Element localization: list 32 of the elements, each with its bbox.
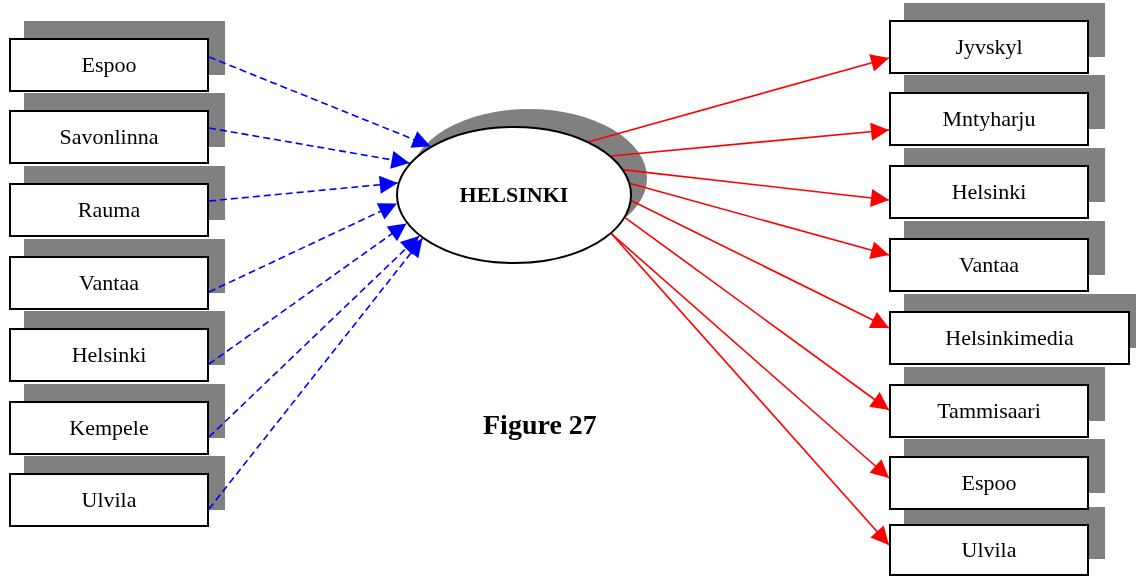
arrow xyxy=(208,175,399,202)
box-node: Kempele xyxy=(9,401,209,455)
arrow xyxy=(610,122,890,157)
box-node: Ulvila xyxy=(9,473,209,527)
figure-caption: Figure 27 xyxy=(483,408,597,442)
arrow xyxy=(208,237,424,510)
arrow xyxy=(629,182,890,259)
arrow xyxy=(208,222,408,365)
box-node: Espoo xyxy=(889,456,1089,510)
arrow xyxy=(610,233,890,479)
box-node: Helsinkimedia xyxy=(889,311,1130,365)
arrow xyxy=(208,202,398,293)
box-node: Rauma xyxy=(9,183,209,237)
arrow xyxy=(208,56,432,148)
arrow xyxy=(610,233,890,546)
ellipse-node: HELSINKI xyxy=(396,126,632,264)
box-node: Jyvskyl xyxy=(889,20,1089,74)
arrow xyxy=(588,54,890,143)
box-node: Espoo xyxy=(9,38,209,92)
arrow xyxy=(624,217,890,411)
box-node: Helsinki xyxy=(889,165,1089,219)
box-node: Mntyharju xyxy=(889,92,1089,146)
box-node: Vantaa xyxy=(889,238,1089,292)
box-node: Helsinki xyxy=(9,328,209,382)
box-node: Ulvila xyxy=(889,524,1089,576)
arrow xyxy=(208,127,411,169)
arrow xyxy=(623,169,890,207)
arrow xyxy=(630,200,890,329)
arrow xyxy=(208,235,420,438)
box-node: Vantaa xyxy=(9,256,209,310)
box-node: Savonlinna xyxy=(9,110,209,164)
box-node: Tammisaari xyxy=(889,384,1089,438)
